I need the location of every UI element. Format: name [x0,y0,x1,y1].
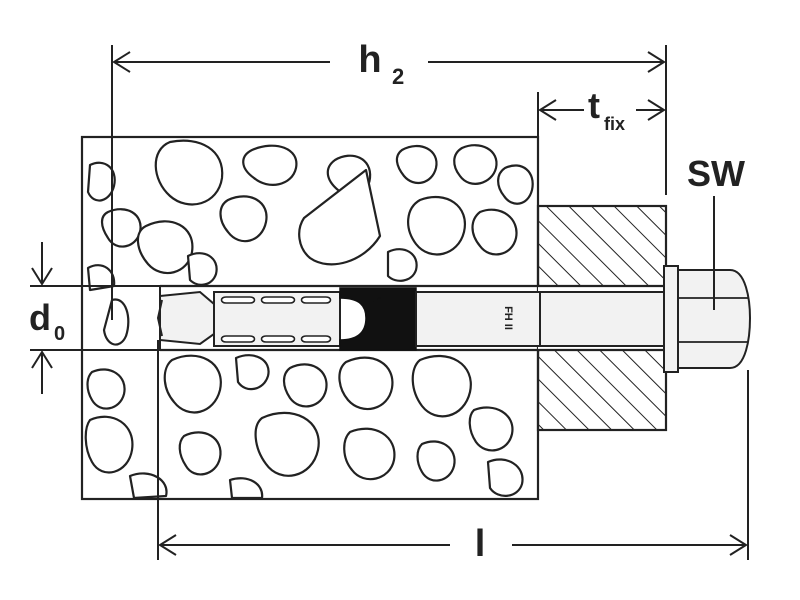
aggregate-stones [84,139,534,499]
tfix-label: t [588,85,600,126]
hex-nut [677,269,752,369]
l-label: l [475,523,486,565]
tfix-label-subscript: fix [604,114,625,134]
dimension-h2 [111,45,667,320]
dimension-tfix [537,92,666,206]
anchor-bolt: FH II [156,265,752,373]
anchor-marking-text: FH II [502,306,514,330]
plastic-ring [339,287,417,351]
dimension-d0 [30,242,160,394]
h2-label: h [358,39,381,81]
h2-label-subscript: 2 [392,64,404,89]
dimension-l [157,340,749,560]
washer [663,265,679,373]
d0-label-subscript: 0 [54,323,65,345]
sleeve-slots [220,296,332,343]
d0-label: d [29,297,51,338]
sw-label: SW [687,153,745,194]
